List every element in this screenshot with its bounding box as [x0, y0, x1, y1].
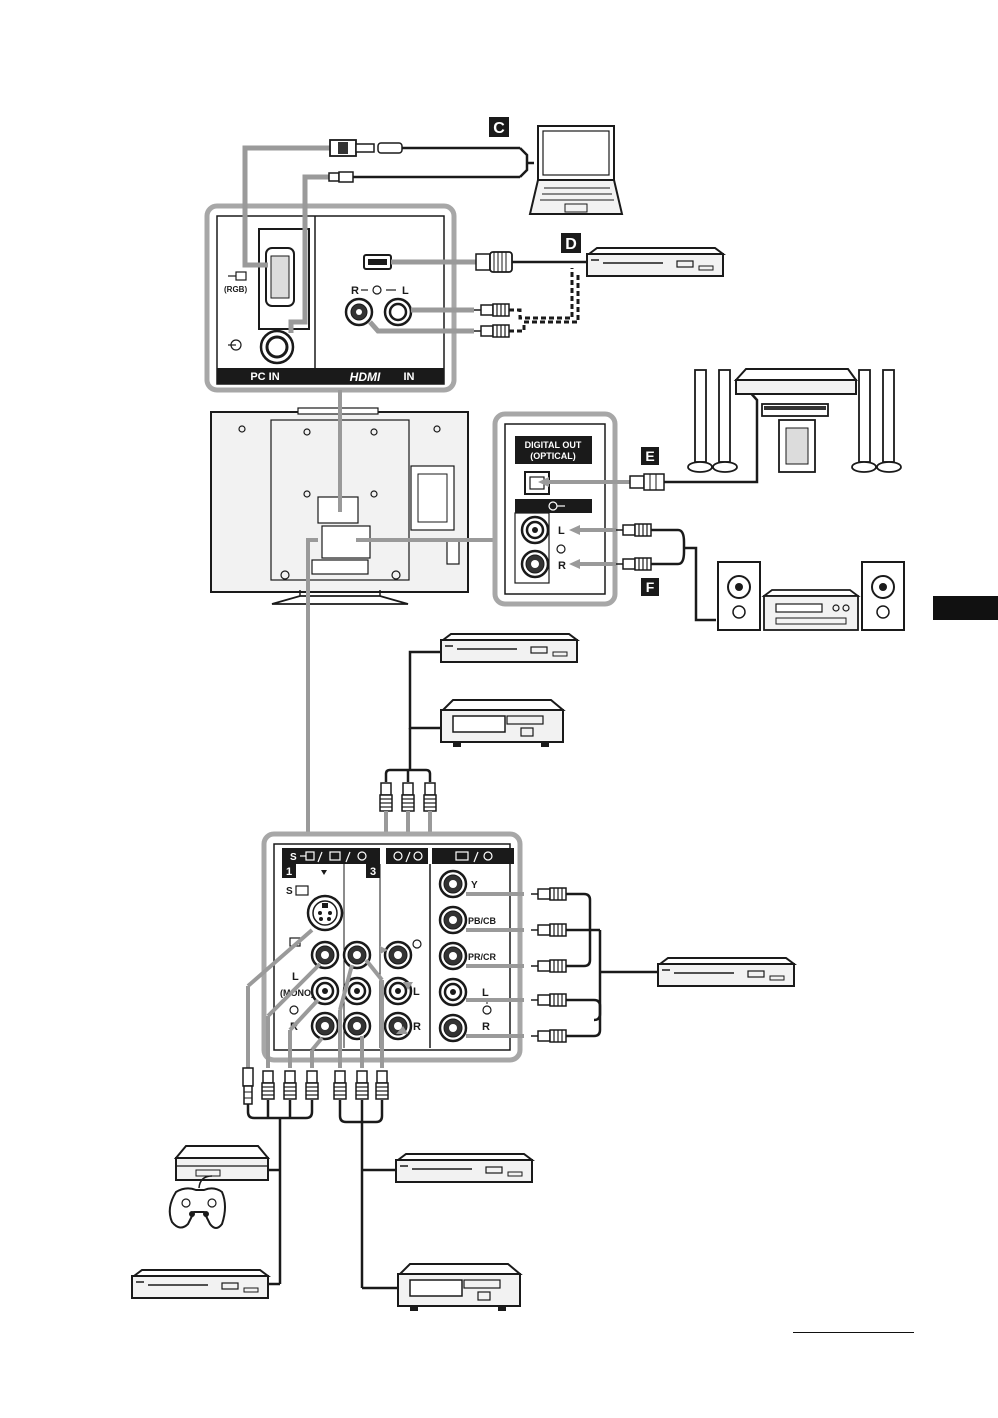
marker-c: C: [489, 117, 509, 137]
hdmi-audio-r-label: R: [351, 285, 359, 297]
dvd-player-icon: [587, 248, 723, 276]
game-console-icon: [176, 1146, 268, 1180]
pc-in-label: PC IN: [250, 371, 279, 383]
dvd-recorder-icon: [441, 634, 577, 662]
av-input-panel: S 1 3 S L (MONO): [264, 834, 520, 1060]
s-video-header-s: S: [290, 852, 297, 863]
component-l-label: L: [482, 987, 489, 999]
component-dvd-player-icon: [658, 958, 794, 986]
hdmi-audio-r-jack: [346, 299, 372, 325]
continued-rule: [793, 1332, 914, 1333]
mon-r-label: R: [413, 1021, 421, 1033]
input-1-label: 1: [286, 866, 292, 878]
dvd-player-bottom-right-icon: [396, 1154, 532, 1182]
hdmi-in-label: IN: [404, 371, 415, 383]
vcr-icon: [441, 700, 563, 747]
home-theatre-icon: [688, 369, 901, 472]
laptop-icon: [530, 126, 622, 214]
gamepad-icon: [170, 1176, 225, 1228]
svg-text:F: F: [646, 579, 655, 595]
av1-l-label: L: [292, 971, 299, 983]
digital-out-subtitle: (OPTICAL): [530, 451, 576, 461]
svg-text:C: C: [493, 120, 505, 137]
digital-l-label: L: [558, 525, 565, 537]
component-pr-label: PR/CR: [468, 952, 497, 962]
digital-out-panel: DIGITAL OUT (OPTICAL) L R: [495, 414, 615, 604]
component-pb-label: PB/CB: [468, 916, 497, 926]
digital-out-title: DIGITAL OUT: [525, 440, 582, 450]
digital-r-label: R: [558, 560, 566, 572]
dvd-player-bottom-left-icon: [132, 1270, 268, 1298]
input-3-label: 3: [370, 866, 376, 878]
s-video-jack: [308, 896, 342, 930]
marker-e: E: [641, 447, 659, 465]
vcr-bottom-icon: [398, 1264, 520, 1311]
hdmi-label: HDMI: [350, 370, 381, 384]
component-r-label: R: [482, 1021, 490, 1033]
s-video-s-label: S: [286, 886, 293, 897]
svg-text:E: E: [645, 448, 654, 464]
hdmi-audio-l-label: L: [402, 285, 409, 297]
marker-f: F: [641, 578, 659, 596]
hifi-system-icon: [718, 562, 904, 630]
hdmi-audio-l-jack: [385, 299, 411, 325]
rgb-label: (RGB): [224, 285, 247, 294]
svg-text:D: D: [565, 236, 577, 253]
section-tab: [933, 596, 998, 620]
component-y-label: Y: [471, 880, 478, 891]
mon-l-label: L: [413, 986, 420, 998]
pc-audio-jack: [261, 331, 293, 363]
marker-d: D: [561, 233, 581, 253]
